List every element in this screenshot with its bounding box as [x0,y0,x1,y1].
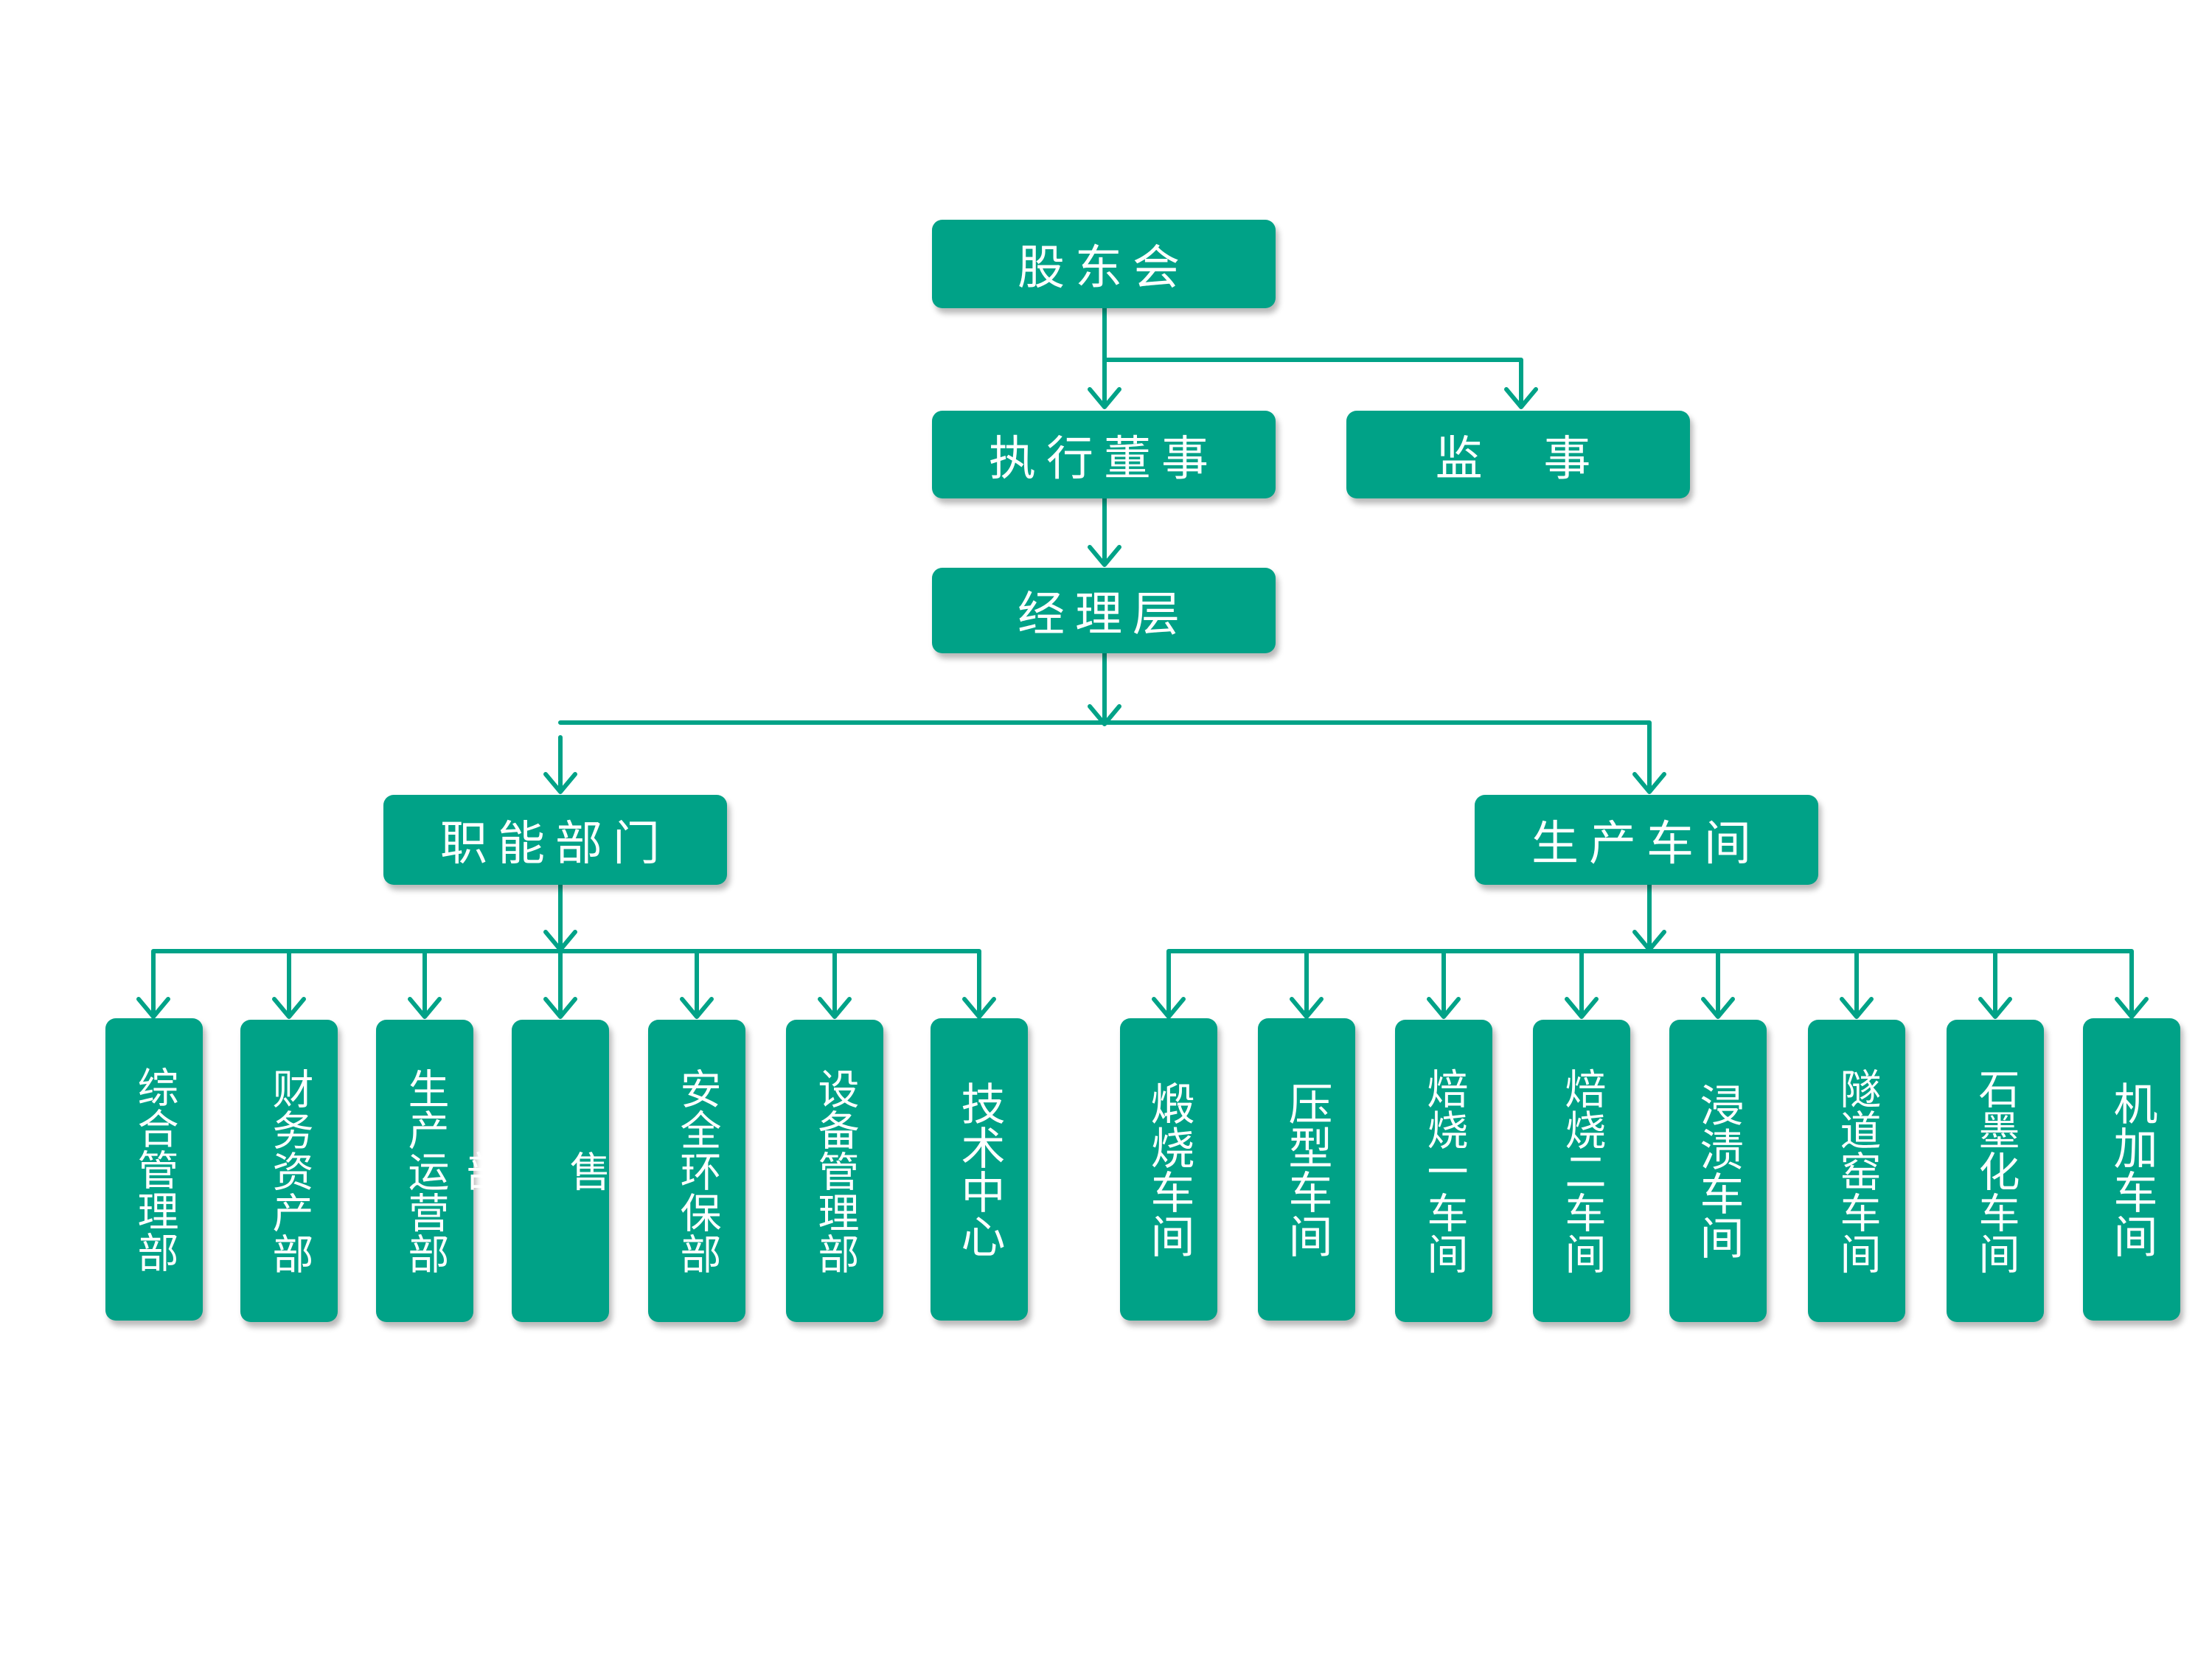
management-box: 经理层 [932,568,1276,653]
department-label: 综合管理部 [131,1066,178,1273]
functional-departments-label: 职能部门 [440,817,670,872]
workshop-label: 隧道窑车间 [1833,1068,1881,1274]
workshop-label: 焙烧一车间 [1420,1068,1468,1274]
department-box: 安全环保部 [648,1020,745,1322]
department-box: 设备管理部 [786,1020,883,1322]
department-box: 生产运营部 [376,1020,473,1322]
shareholders-label: 股东会 [1018,241,1190,296]
arrowhead-supervisor [1504,387,1538,409]
supervisor-label: 监 事 [1435,431,1601,487]
department-label: 财务资产部 [265,1068,313,1274]
department-label: 技术中心 [953,1081,1005,1258]
workshop-box: 焙烧二车间 [1533,1020,1630,1322]
department-box: 销 售 部 [459,1020,662,1322]
arrowhead-director [1088,387,1121,409]
arrowhead-management [1088,545,1121,567]
production-workshops-label: 生产车间 [1531,817,1761,872]
workshop-box: 压型车间 [1258,1018,1355,1321]
arrowhead-dept [136,997,996,1019]
workshop-box: 焙烧一车间 [1395,1020,1492,1322]
department-label: 设备管理部 [811,1068,859,1274]
department-label: 生产运营部 [401,1068,449,1274]
workshop-box: 隧道窑车间 [1808,1020,1905,1322]
executive-director-label: 执行董事 [989,431,1219,487]
workshop-box: 煅烧车间 [1120,1018,1217,1321]
workshop-box: 石墨化车间 [1947,1020,2044,1322]
workshop-label: 机加车间 [2106,1081,2157,1258]
management-label: 经理层 [1018,588,1190,642]
department-label: 安全环保部 [673,1068,721,1274]
department-box: 综合管理部 [105,1018,203,1321]
arrowhead-workshop [1152,997,2149,1019]
executive-director-box: 执行董事 [932,411,1276,498]
department-label: 销 售 部 [459,1150,662,1192]
workshop-label: 焙烧二车间 [1558,1068,1606,1274]
arrowhead-production [1632,772,1666,794]
shareholders-box: 股东会 [932,220,1276,308]
arrowhead-functional [543,772,577,794]
workshop-label: 浸渍车间 [1692,1082,1744,1259]
arrowhead-functional-mid [543,930,577,952]
department-box: 技术中心 [931,1018,1028,1321]
workshop-label: 石墨化车间 [1972,1068,2020,1274]
arrowhead-production-mid [1632,930,1666,952]
supervisor-box: 监 事 [1346,411,1690,498]
workshop-label: 压型车间 [1281,1081,1332,1258]
connector-functional-departments [151,883,981,1016]
workshop-box: 机加车间 [2083,1018,2180,1321]
department-box: 财务资产部 [240,1020,338,1322]
workshop-box: 浸渍车间 [1669,1020,1767,1322]
production-workshops-box: 生产车间 [1475,795,1818,885]
connector-management-branch [558,651,1652,791]
functional-departments-box: 职能部门 [383,795,727,885]
arrowhead-management-branch [1088,704,1121,726]
workshop-label: 煅烧车间 [1143,1081,1194,1258]
connector-shareholders-supervisor [1102,358,1523,406]
